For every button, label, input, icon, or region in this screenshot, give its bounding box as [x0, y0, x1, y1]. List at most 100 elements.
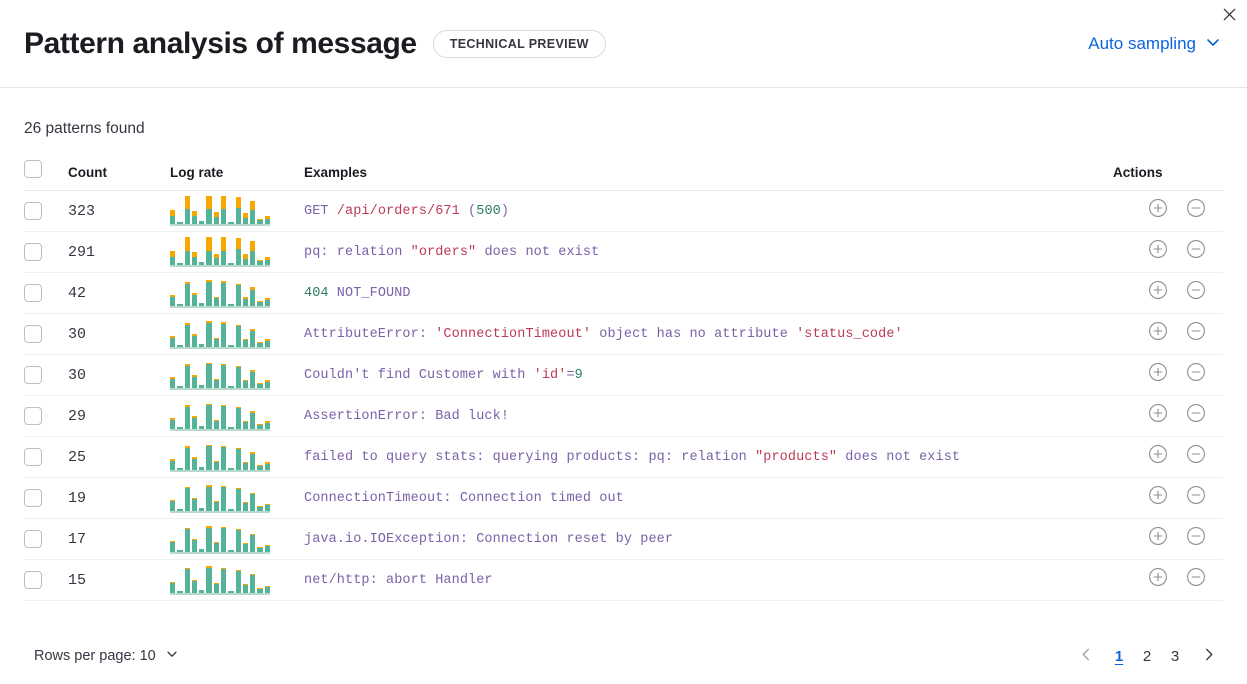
sparkline-bar-segment-primary [170, 257, 176, 265]
sparkline-bar-segment-secondary [213, 461, 219, 463]
sparkline-bar-segment-primary [264, 505, 270, 511]
filter-for-value-button[interactable] [1147, 281, 1169, 303]
sparkline-bar-segment-primary [235, 449, 241, 470]
row-example: AssertionError: Bad luck! [292, 395, 1113, 437]
filter-out-value-button[interactable] [1185, 322, 1207, 344]
sparkline-bar-segment-primary [213, 543, 219, 552]
pagination-next-button[interactable] [1193, 641, 1223, 671]
filter-out-value-button[interactable] [1185, 199, 1207, 221]
row-actions-cell [1113, 559, 1223, 601]
sparkline-bar-segment-secondary [213, 337, 219, 340]
sparkline-bar-segment-primary [191, 216, 198, 224]
sparkline-bar [206, 278, 212, 306]
sparkline-bar [228, 524, 234, 552]
sparkline-bar-segment-secondary [235, 324, 241, 327]
select-all-checkbox[interactable] [24, 160, 42, 178]
row-checkbox[interactable] [24, 489, 42, 507]
row-checkbox[interactable] [24, 407, 42, 425]
sparkline-bar-segment-primary [199, 508, 205, 511]
auto-sampling-button[interactable]: Auto sampling [1086, 30, 1223, 59]
row-checkbox[interactable] [24, 243, 42, 261]
sparkline-bar [264, 360, 270, 388]
log-rate-sparkline [170, 237, 270, 267]
pagination-page-3[interactable]: 3 [1161, 641, 1189, 671]
sparkline-bar-segment-primary [199, 303, 205, 306]
pagination-page-1[interactable]: 1 [1105, 641, 1133, 671]
pagination-previous-button[interactable] [1071, 641, 1101, 671]
minus-circle-icon [1186, 198, 1206, 221]
minus-circle-icon [1186, 526, 1206, 549]
sparkline-bar-segment-primary [235, 489, 241, 511]
sparkline-bar-segment-primary [264, 546, 270, 552]
sparkline-bar [199, 483, 205, 511]
column-header-log-rate[interactable]: Log rate [170, 160, 292, 191]
filter-out-value-button[interactable] [1185, 281, 1207, 303]
sparkline-bar-segment-secondary [257, 547, 263, 549]
example-token: does not exist [837, 449, 961, 465]
sparkline-bar-segment-primary [191, 580, 198, 593]
filter-for-value-button[interactable] [1147, 486, 1169, 508]
filter-for-value-button[interactable] [1147, 240, 1169, 262]
sparkline-bar-segment-secondary [213, 378, 219, 381]
sparkline-bar-segment-primary [213, 502, 219, 511]
filter-out-value-button[interactable] [1185, 527, 1207, 549]
row-checkbox[interactable] [24, 202, 42, 220]
sparkline-bar-segment-secondary [184, 196, 190, 210]
filter-out-value-button[interactable] [1185, 240, 1207, 262]
row-checkbox[interactable] [24, 530, 42, 548]
filter-out-value-button[interactable] [1185, 568, 1207, 590]
sparkline-bar-segment-secondary [170, 418, 176, 420]
row-checkbox[interactable] [24, 366, 42, 384]
filter-out-value-button[interactable] [1185, 363, 1207, 385]
filter-out-value-button[interactable] [1185, 404, 1207, 426]
sparkline-bar-segment-primary [242, 217, 249, 224]
filter-for-value-button[interactable] [1147, 199, 1169, 221]
row-checkbox[interactable] [24, 571, 42, 589]
sparkline-bar-segment-primary [206, 250, 212, 265]
sparkline-bar-segment-secondary [242, 502, 249, 504]
patterns-table-head: Count Log rate Examples Actions [24, 160, 1223, 191]
sparkline-bar-segment-primary [242, 503, 249, 511]
row-select-cell [24, 518, 68, 560]
filter-for-value-button[interactable] [1147, 363, 1169, 385]
sparkline-bar-segment-primary [206, 364, 212, 388]
row-count: 291 [68, 231, 170, 273]
sparkline-bar-segment-secondary [235, 407, 241, 409]
row-actions [1147, 445, 1221, 467]
filter-for-value-button[interactable] [1147, 527, 1169, 549]
sparkline-bar [191, 401, 198, 429]
sparkline-bar [170, 524, 176, 552]
close-button[interactable] [1215, 2, 1243, 30]
rows-per-page-button[interactable]: Rows per page: 10 [34, 643, 179, 669]
sparkline-bar-segment-primary [250, 493, 256, 511]
row-checkbox[interactable] [24, 325, 42, 343]
filter-for-value-button[interactable] [1147, 322, 1169, 344]
filter-for-value-button[interactable] [1147, 404, 1169, 426]
sparkline-bar [257, 360, 263, 388]
filter-out-value-button[interactable] [1185, 445, 1207, 467]
filter-out-value-button[interactable] [1185, 486, 1207, 508]
column-header-count[interactable]: Count [68, 160, 170, 191]
row-log-rate-cell [170, 272, 292, 314]
sparkline-bar-segment-secondary [220, 527, 227, 529]
row-checkbox[interactable] [24, 448, 42, 466]
sparkline-bar [213, 483, 219, 511]
pagination-page-2[interactable]: 2 [1133, 641, 1161, 671]
row-checkbox[interactable] [24, 284, 42, 302]
sparkline-bar-segment-primary [235, 408, 241, 429]
column-header-examples[interactable]: Examples [292, 160, 1113, 191]
sparkline-bar-segment-primary [191, 335, 198, 347]
filter-for-value-button[interactable] [1147, 568, 1169, 590]
filter-for-value-button[interactable] [1147, 445, 1169, 467]
sparkline-bar-segment-primary [228, 467, 234, 470]
